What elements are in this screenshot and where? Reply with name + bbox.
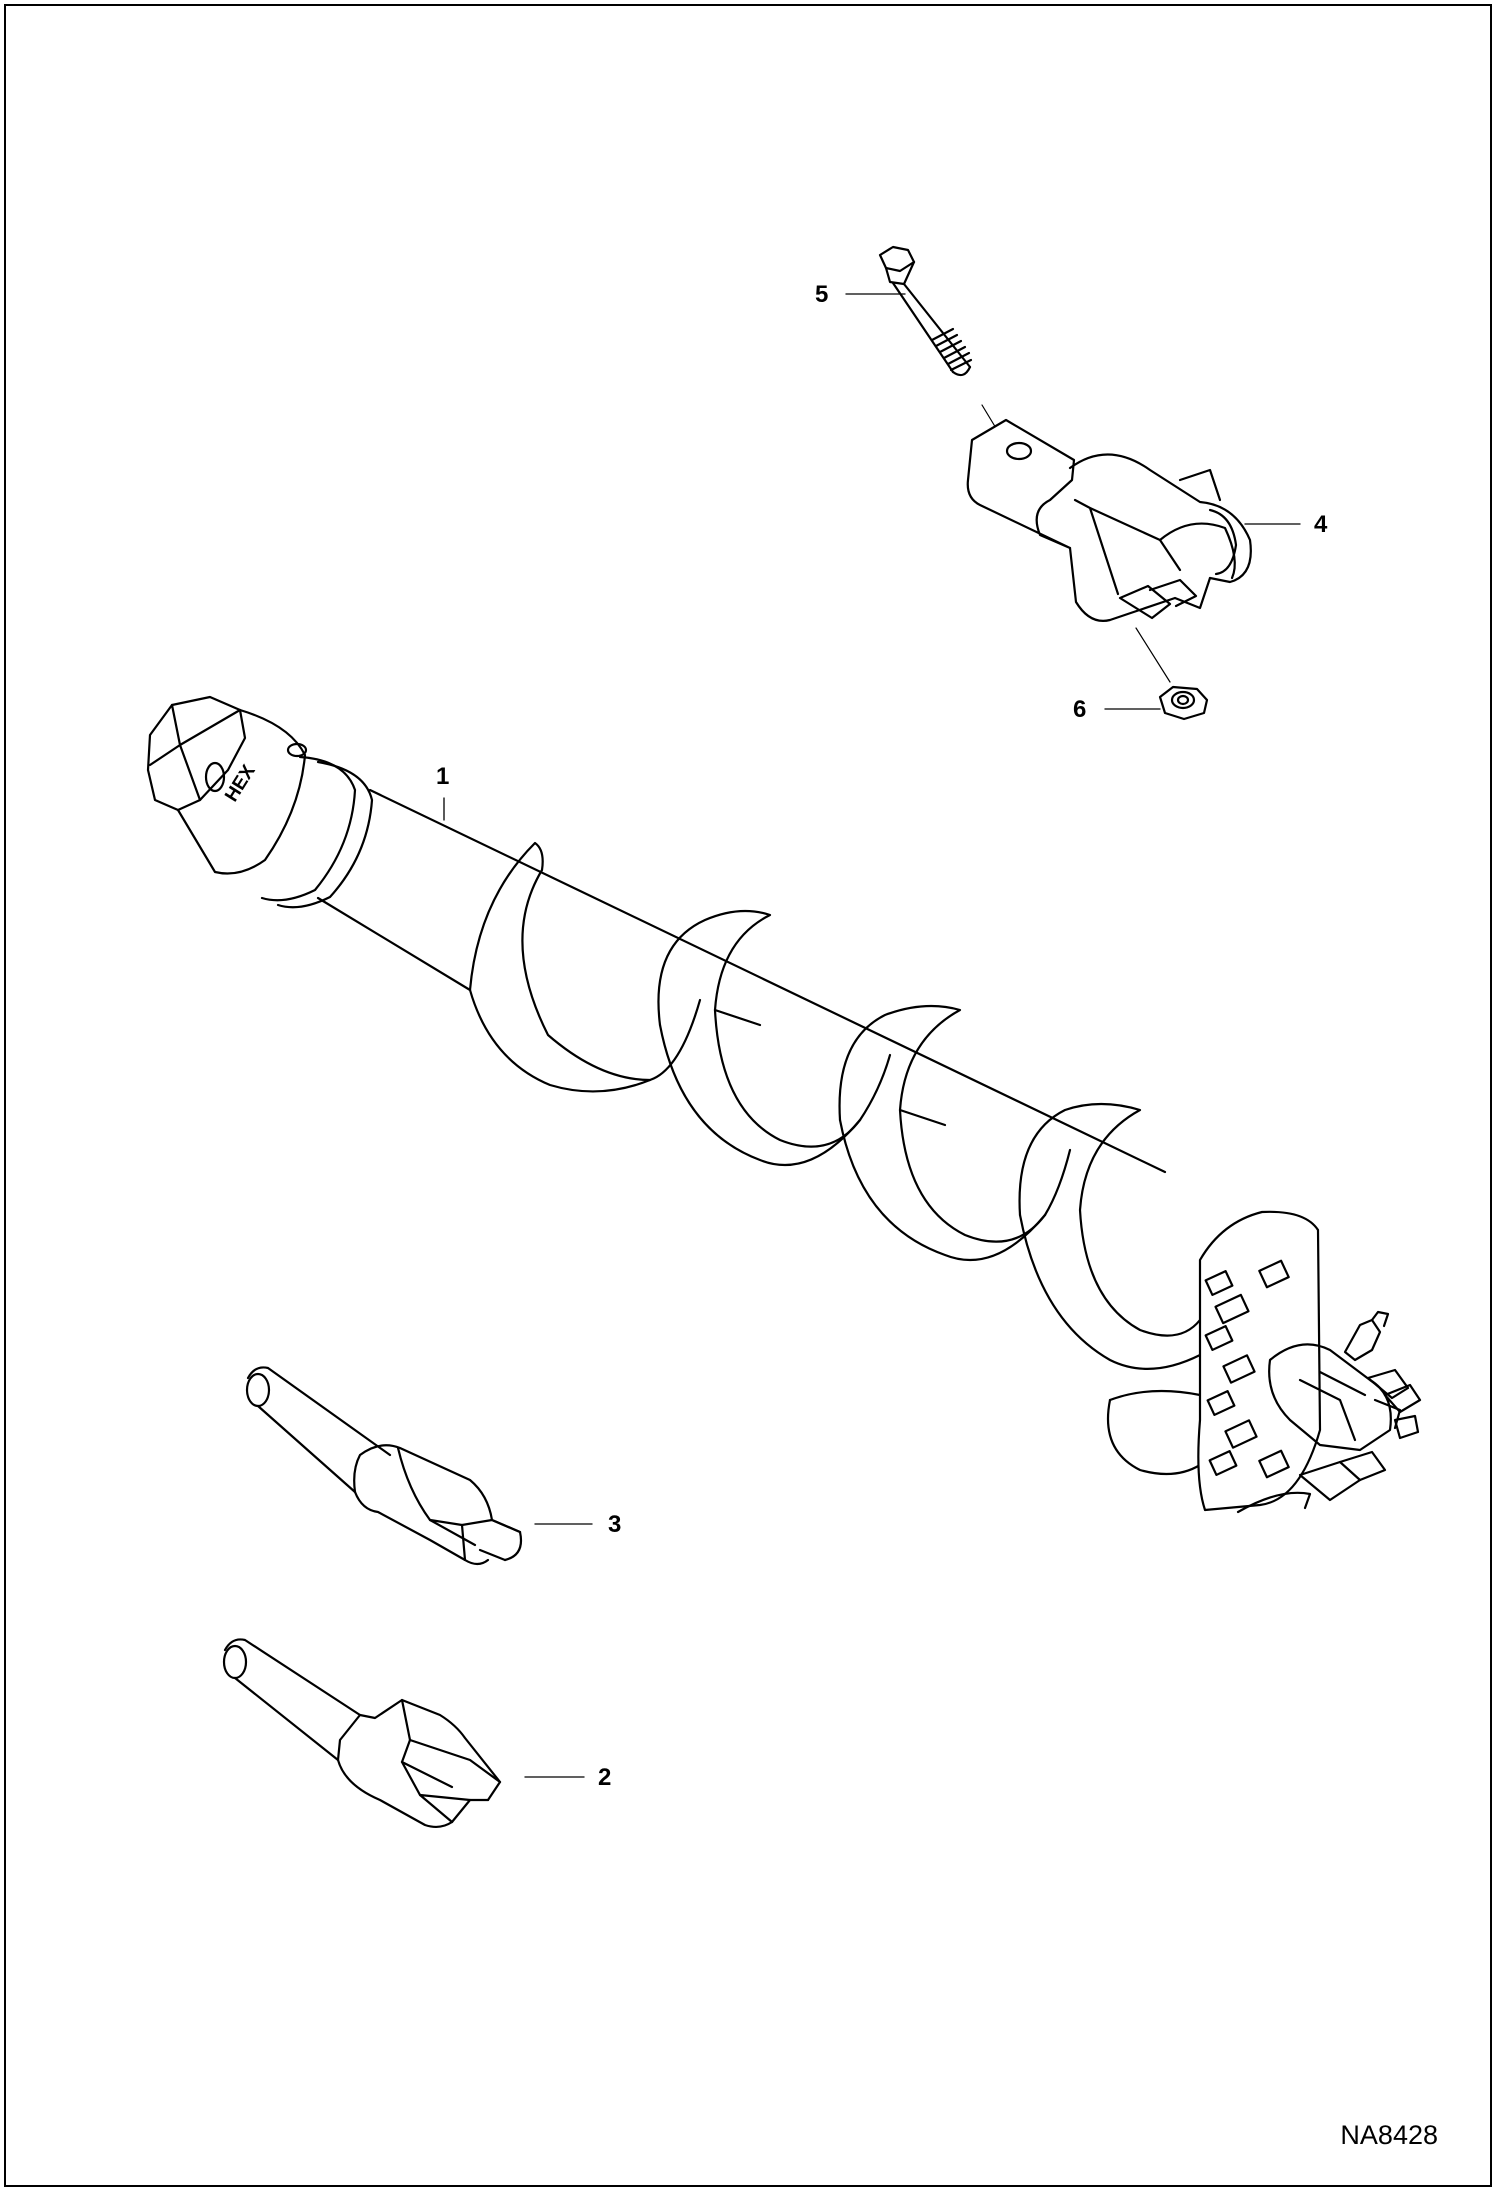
auger [146, 695, 1422, 1514]
callout-6: 6 [1073, 696, 1087, 723]
callout-2: 2 [598, 1764, 612, 1791]
tooth-flat [222, 1638, 502, 1829]
callout-1: 1 [436, 763, 450, 790]
callout-4: 4 [1314, 511, 1328, 538]
pilot-bit [966, 418, 1252, 683]
callout-5: 5 [815, 281, 829, 308]
bolt [878, 245, 1009, 449]
drawing-number: NA8428 [1340, 2120, 1438, 2150]
tooth-pointed [245, 1366, 523, 1566]
leader-lines [443, 293, 1301, 1778]
callout-3: 3 [608, 1511, 622, 1538]
nut [1158, 685, 1209, 721]
drawing-frame [4, 4, 1492, 2187]
